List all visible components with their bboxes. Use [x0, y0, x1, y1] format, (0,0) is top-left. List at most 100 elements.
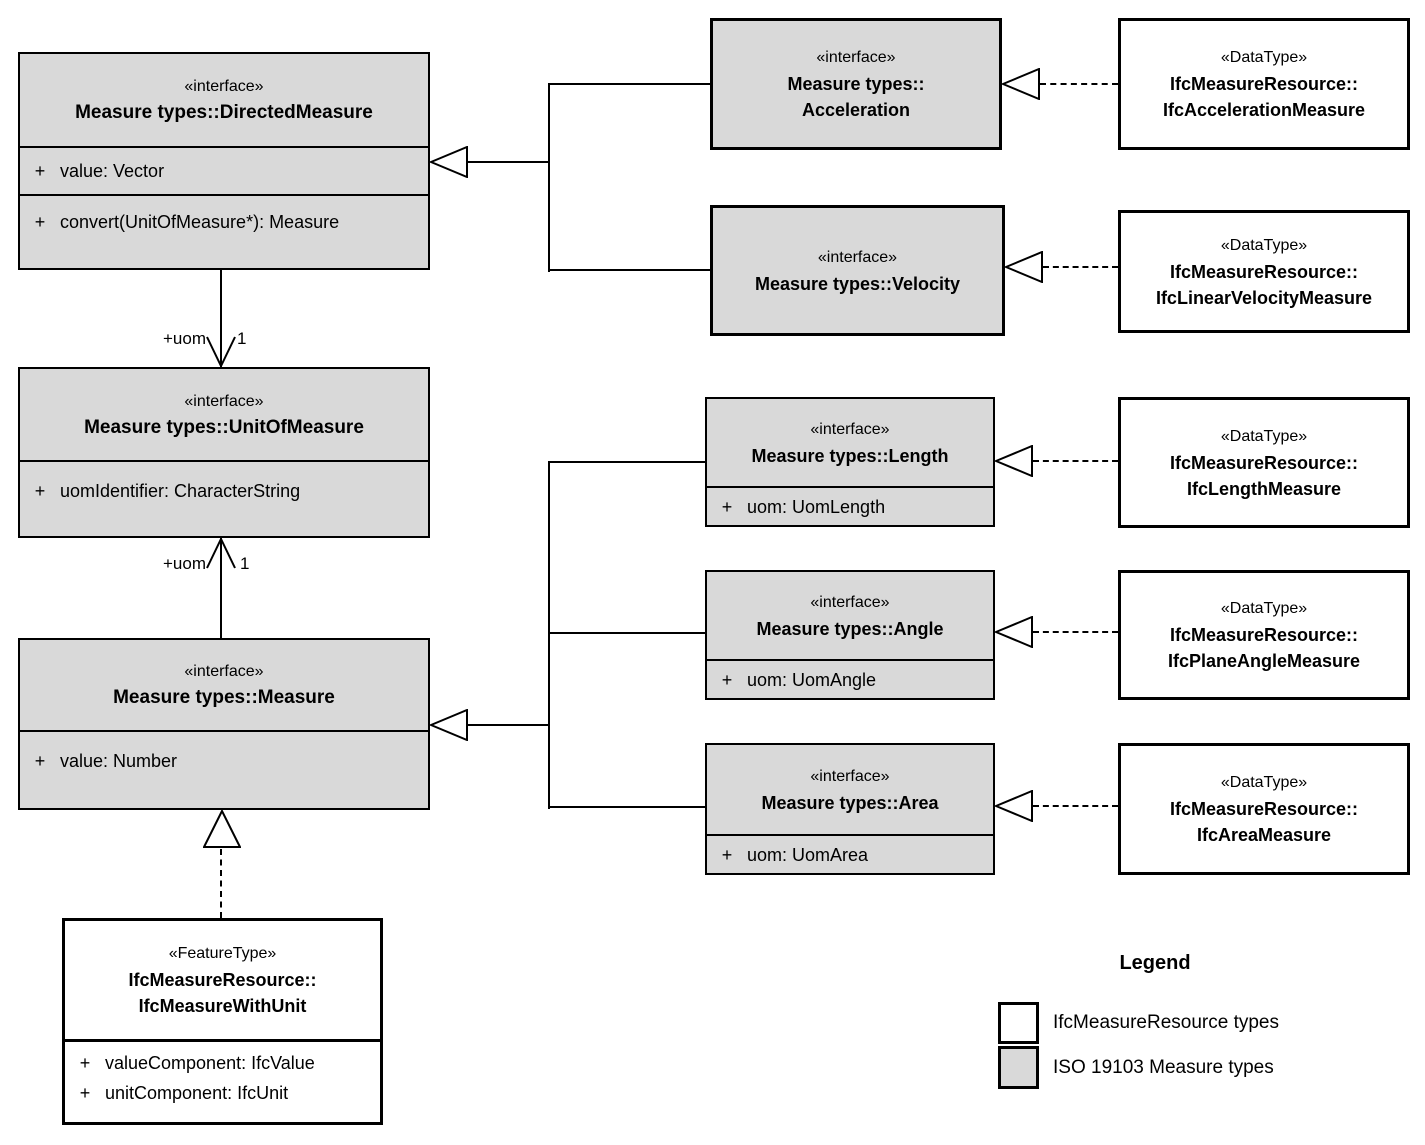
visibility-marker: +: [79, 1083, 91, 1103]
operations-compartment: + convert(UnitOfMeasure*): Measure: [20, 194, 428, 268]
class-title: «interface» Measure types::UnitOfMeasure: [20, 369, 428, 460]
class-title: «interface» Measure types::Measure: [20, 640, 428, 730]
operation-text: convert(UnitOfMeasure*): Measure: [60, 212, 340, 232]
stereotype-label: «DataType»: [1220, 774, 1308, 791]
class-name-line: IfcLengthMeasure: [1186, 478, 1342, 499]
association-role-label: +uom: [163, 554, 206, 573]
datatype-box-ifc-length-measure: «DataType» IfcMeasureResource:: IfcLengt…: [1118, 397, 1410, 528]
class-box-area: «interface» Measure types::Area +uom: Uo…: [705, 743, 995, 875]
class-name-line: Acceleration: [801, 100, 911, 120]
generalization-arrow-icon: [430, 709, 468, 741]
association-role-label: +uom: [163, 329, 206, 348]
association-arrow-icon: [206, 538, 236, 569]
realization-arrow-icon: [995, 445, 1033, 477]
class-name-line: IfcAccelerationMeasure: [1162, 100, 1366, 120]
class-box-angle: «interface» Measure types::Angle + uom: U…: [705, 570, 995, 700]
class-title: «FeatureType» IfcMeasureResource:: IfcMe…: [65, 921, 380, 1039]
class-title: «interface» Measure types::Length: [707, 399, 993, 486]
realization-arrow-icon: [995, 790, 1033, 822]
datatype-box-ifc-linear-velocity-measure: «DataType» IfcMeasureResource:: IfcLinea…: [1118, 210, 1410, 333]
stereotype-label: «DataType»: [1220, 236, 1308, 254]
stereotype-label: «interface»: [810, 593, 890, 611]
operation-row: + convert(UnitOfMeasure*): Measure: [20, 207, 428, 237]
association-line: [220, 538, 222, 638]
class-name: Measure types::Angle: [756, 618, 944, 639]
class-name-line: IfcMeasureResource::: [1169, 799, 1359, 819]
class-name-line: IfcMeasureWithUnit: [138, 996, 307, 1016]
generalization-line: [549, 632, 705, 634]
realization-line: [1033, 805, 1118, 807]
class-box-velocity: «interface» Measure types::Velocity: [710, 205, 1005, 336]
class-box-directed-measure: «interface» Measure types::DirectedMeasu…: [18, 52, 430, 270]
generalization-line: [548, 83, 550, 272]
realization-arrow-icon: [203, 810, 241, 848]
class-title: «DataType» IfcMeasureResource:: IfcAreaM…: [1121, 746, 1407, 872]
legend-item-label: ISO 19103 Measure types: [1053, 1057, 1274, 1078]
class-box-ifc-measure-with-unit: «FeatureType» IfcMeasureResource:: IfcMe…: [62, 918, 383, 1125]
class-title: «DataType» IfcMeasureResource:: IfcLengt…: [1121, 400, 1407, 525]
attribute-row: + unitComponent: IfcUnit: [65, 1078, 380, 1108]
generalization-line: [549, 269, 710, 271]
visibility-marker: +: [34, 161, 46, 181]
attributes-compartment: +uomIdentifier: CharacterString: [20, 460, 428, 536]
attribute-text: valueComponent: IfcValue: [105, 1053, 315, 1073]
class-name-line: IfcLinearVelocityMeasure: [1155, 287, 1373, 308]
stereotype-label: «interface»: [184, 78, 264, 95]
class-title: «interface» Measure types::Angle: [707, 572, 993, 659]
class-title: «DataType» IfcMeasureResource:: IfcLinea…: [1121, 213, 1407, 330]
attribute-text: unitComponent: IfcUnit: [105, 1083, 289, 1103]
datatype-box-ifc-acceleration-measure: «DataType» IfcMeasureResource:: IfcAccel…: [1118, 18, 1410, 150]
legend-swatch-gray: [998, 1046, 1039, 1089]
attribute-row: + valueComponent: IfcValue: [65, 1048, 380, 1078]
class-name: Measure types::Length: [751, 445, 949, 466]
class-name: Measure types::Area: [761, 792, 939, 813]
attribute-row: + uom: UomAngle: [707, 665, 993, 695]
legend-title: Legend: [1119, 952, 1191, 974]
stereotype-label: «DataType»: [1220, 427, 1308, 445]
stereotype-label: «interface»: [810, 767, 890, 785]
stereotype-label: «DataType»: [1220, 49, 1308, 66]
attribute-text: value: Number: [60, 751, 178, 771]
attribute-row: +value: Number: [20, 746, 428, 776]
visibility-marker: +: [721, 670, 733, 690]
attributes-compartment: +value: Vector: [20, 146, 428, 194]
realization-arrow-icon: [995, 616, 1033, 648]
class-name-line: IfcPlaneAngleMeasure: [1167, 651, 1361, 671]
realization-line: [1033, 631, 1118, 633]
visibility-marker: +: [721, 845, 733, 865]
visibility-marker: +: [79, 1053, 91, 1073]
class-name-line: Measure types::: [787, 74, 925, 94]
attribute-row: +uom: UomLength: [707, 492, 993, 522]
class-box-acceleration: «interface» Measure types:: Acceleration: [710, 18, 1002, 150]
realization-line: [220, 849, 222, 918]
stereotype-label: «interface»: [817, 248, 898, 266]
stereotype-label: «DataType»: [1220, 600, 1308, 617]
attribute-row: +uom: UomArea: [707, 840, 993, 870]
class-name-line: IfcMeasureResource::: [1169, 74, 1359, 94]
visibility-marker: +: [34, 212, 46, 232]
class-box-measure: «interface» Measure types::Measure +valu…: [18, 638, 430, 810]
attribute-row: +value: Vector: [20, 156, 428, 186]
generalization-line: [549, 83, 712, 85]
legend-swatch-white: [998, 1002, 1039, 1044]
datatype-box-ifc-plane-angle-measure: «DataType» IfcMeasureResource:: IfcPlane…: [1118, 570, 1410, 700]
generalization-line: [466, 161, 550, 163]
stereotype-label: «interface»: [816, 49, 896, 66]
stereotype-label: «FeatureType»: [168, 945, 277, 962]
class-title: «DataType» IfcMeasureResource:: IfcAccel…: [1121, 21, 1407, 147]
association-line: [220, 270, 222, 367]
stereotype-label: «interface»: [810, 420, 890, 438]
attribute-text: uom: UomLength: [747, 497, 886, 517]
attributes-compartment: +value: Number: [20, 730, 428, 808]
legend-item-label: IfcMeasureResource types: [1053, 1012, 1279, 1033]
generalization-line: [549, 461, 705, 463]
realization-line: [1043, 266, 1118, 268]
class-title: «interface» Measure types::Area: [707, 745, 993, 834]
generalization-line: [549, 806, 705, 808]
class-name-line: IfcMeasureResource::: [1169, 261, 1359, 282]
visibility-marker: +: [34, 481, 46, 501]
attribute-text: uom: UomAngle: [747, 670, 877, 690]
class-box-length: «interface» Measure types::Length +uom: …: [705, 397, 995, 527]
generalization-line: [548, 461, 550, 809]
